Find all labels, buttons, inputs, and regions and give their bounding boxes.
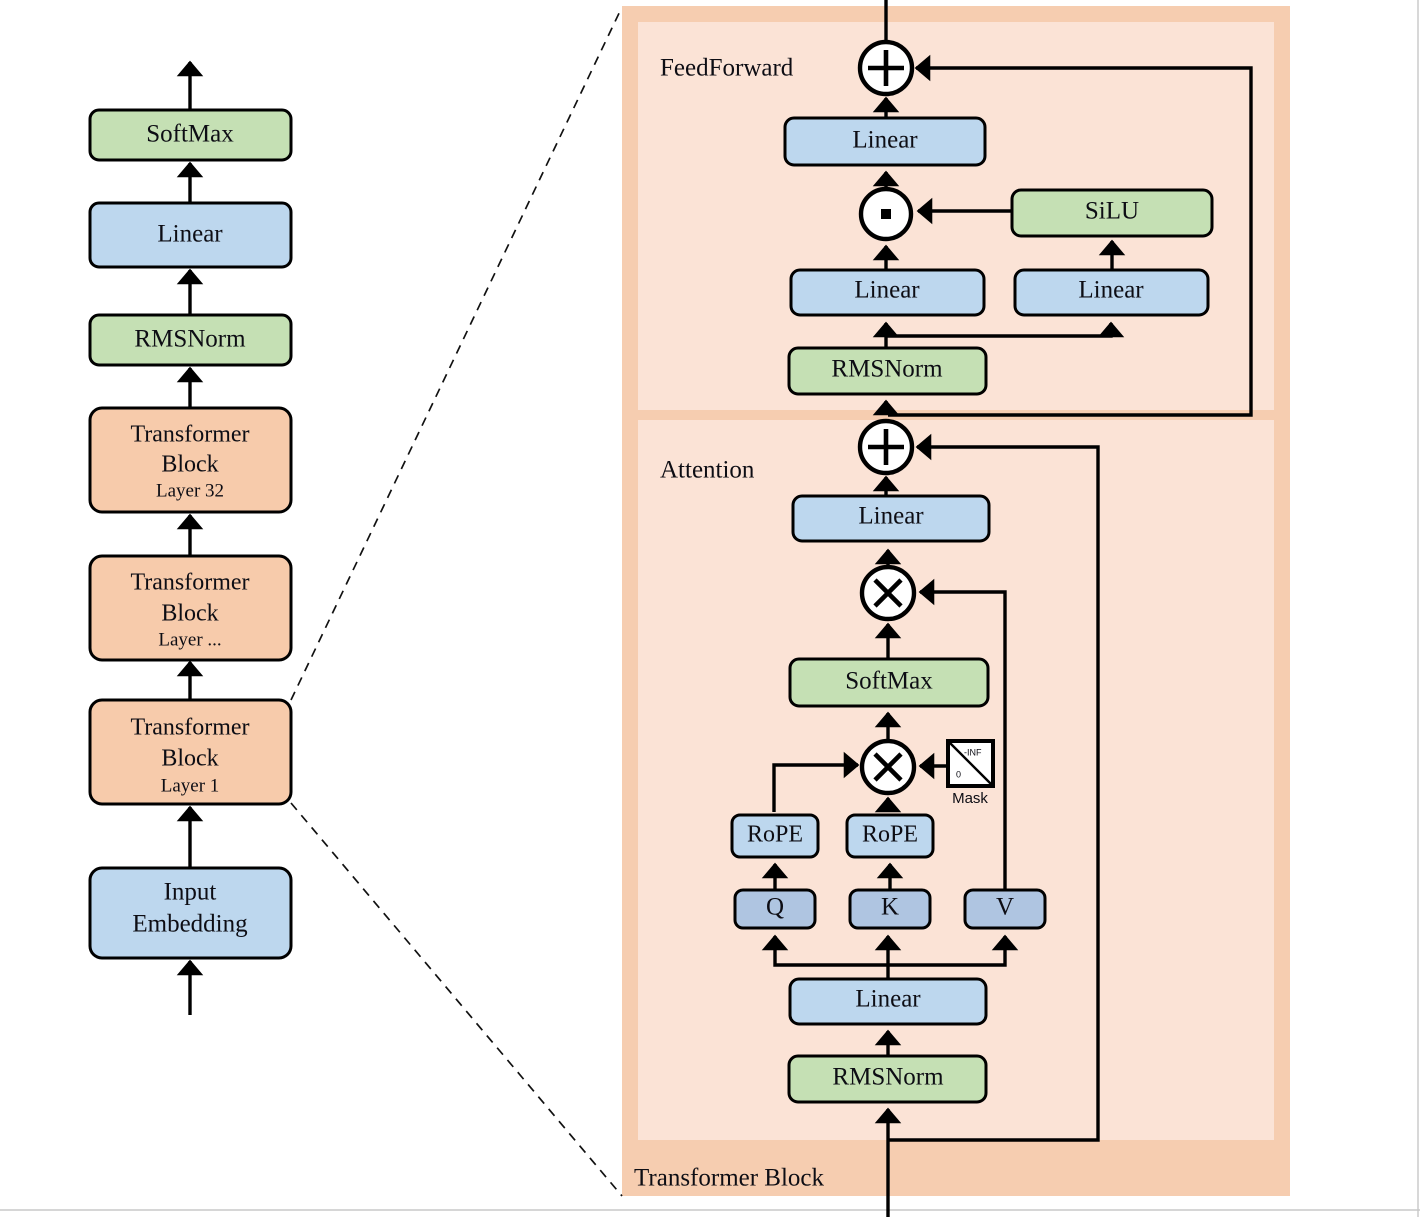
node-block1-title-line1: Transformer (130, 715, 249, 741)
dashed-connector-top (290, 6, 623, 701)
wire-linearqkv-to-q (761, 934, 888, 967)
node-linear-head[interactable]: Linear (88, 201, 293, 269)
dot-product-glyph (881, 209, 891, 219)
dashed-connector-bottom (290, 802, 623, 1197)
operator-elementwise-multiply (858, 186, 914, 242)
node-embedding-line1: Input (164, 879, 217, 906)
wire-linearqkv-to-v (888, 934, 1019, 967)
mask-upper-value: -INF (964, 747, 982, 757)
node-ff-silu-label: SiLU (1085, 198, 1139, 225)
node-v[interactable]: V (963, 888, 1047, 930)
attention-section-label: Attention (660, 457, 755, 484)
container-caption: Transformer Block (634, 1165, 825, 1192)
node-softmax-label: SoftMax (146, 121, 234, 148)
node-k-label: K (881, 894, 899, 921)
node-input-embedding[interactable]: Input Embedding (88, 866, 293, 960)
node-blockmid-title-line1: Transformer (130, 570, 249, 596)
node-q-label: Q (766, 894, 784, 921)
wire-attention-residual (888, 433, 1100, 1142)
node-transformer-block-1[interactable]: Transformer Block Layer 1 (88, 698, 293, 806)
node-rope-k-label: RoPE (862, 822, 918, 848)
node-q[interactable]: Q (733, 888, 817, 930)
node-ff-linear-gate-label: Linear (854, 277, 920, 304)
node-ff-linear-up-label: Linear (1078, 277, 1144, 304)
node-transformer-block-32[interactable]: Transformer Block Layer 32 (88, 406, 293, 514)
mask-lower-value: 0 (956, 769, 961, 779)
node-ff-rmsnorm-label: RMSNorm (831, 356, 943, 383)
node-ff-silu[interactable]: SiLU (1010, 188, 1214, 238)
node-rmsnorm-final[interactable]: RMSNorm (88, 313, 293, 367)
wire-ffrmsnorm-to-up (886, 321, 1125, 338)
feedforward-section-label: FeedForward (660, 55, 794, 82)
node-block32-title-line2: Block (161, 452, 218, 478)
node-embedding-line2: Embedding (132, 911, 248, 938)
attention-section: Linear SoftMax (730, 418, 1047, 1217)
wire-feedforward-residual (888, 54, 1253, 417)
node-attn-linear-qkv[interactable]: Linear (788, 977, 988, 1026)
wire-v-to-matmul2 (918, 578, 1007, 890)
node-block1-title-line2: Block (161, 746, 218, 772)
node-attn-softmax-label: SoftMax (845, 668, 933, 695)
model-overview-column: SoftMax Linear RMSNorm Transformer Block… (88, 60, 293, 1015)
node-k[interactable]: K (848, 888, 932, 930)
node-rope-q-label: RoPE (747, 822, 803, 848)
zoom-connector-lines (290, 6, 623, 1197)
node-softmax[interactable]: SoftMax (88, 108, 293, 162)
node-ff-linear-up[interactable]: Linear (1013, 268, 1210, 317)
node-attn-linear-out[interactable]: Linear (791, 494, 991, 543)
node-attn-rmsnorm-label: RMSNorm (832, 1064, 944, 1091)
node-v-label: V (996, 894, 1014, 921)
operator-matmul-qk (859, 738, 917, 796)
node-transformer-block-mid[interactable]: Transformer Block Layer ... (88, 554, 293, 662)
mask-caption: Mask (952, 790, 988, 807)
node-block32-sublabel: Layer 32 (156, 480, 224, 501)
node-ff-linear-gate[interactable]: Linear (789, 268, 986, 317)
wire-ropeq-to-matmul1 (772, 751, 860, 812)
feedforward-section: Linear SiLU Linear (783, 0, 1214, 416)
node-ff-linear-out[interactable]: Linear (783, 116, 987, 167)
node-attn-linear-qkv-label: Linear (855, 986, 921, 1013)
node-block32-title-line1: Transformer (130, 422, 249, 448)
operator-add-attention (857, 418, 915, 476)
operator-add-feedforward (857, 39, 915, 97)
node-linear-head-label: Linear (157, 221, 223, 248)
mask-icon: 0 -INF Mask (946, 739, 995, 807)
node-block1-sublabel: Layer 1 (161, 775, 220, 796)
residual-wires (888, 54, 1253, 1142)
node-ff-linear-out-label: Linear (852, 127, 918, 154)
node-rope-q[interactable]: RoPE (730, 813, 820, 859)
node-blockmid-title-line2: Block (161, 601, 218, 627)
node-blockmid-sublabel: Layer ... (158, 629, 221, 650)
node-attn-linear-out-label: Linear (858, 503, 924, 530)
operator-matmul-attention-values (859, 564, 917, 622)
node-attn-softmax[interactable]: SoftMax (788, 657, 990, 708)
node-rope-k[interactable]: RoPE (845, 813, 935, 859)
node-attn-rmsnorm[interactable]: RMSNorm (787, 1054, 988, 1104)
node-ff-rmsnorm[interactable]: RMSNorm (787, 346, 988, 396)
node-rmsnorm-final-label: RMSNorm (134, 326, 246, 353)
